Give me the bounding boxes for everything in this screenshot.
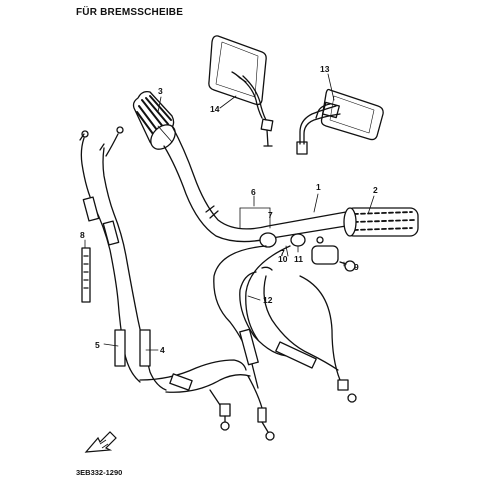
left-cables bbox=[79, 126, 275, 441]
left-mirror bbox=[208, 35, 274, 147]
callout-13: 13 bbox=[320, 64, 330, 74]
callout-3: 3 bbox=[158, 86, 163, 96]
callout-11: 11 bbox=[294, 254, 303, 264]
callout-6: 6 bbox=[251, 187, 256, 197]
callout-8: 8 bbox=[80, 230, 85, 240]
callout-5: 5 bbox=[95, 340, 100, 350]
callout-7b: 7 bbox=[280, 248, 285, 258]
cable-tie bbox=[81, 247, 91, 303]
leader-lines bbox=[84, 73, 375, 351]
callout-7: 7 bbox=[268, 210, 273, 220]
right-grip bbox=[343, 207, 419, 237]
callout-12: 12 bbox=[263, 295, 273, 305]
callout-4: 4 bbox=[160, 345, 165, 355]
direction-arrow-icon bbox=[84, 431, 117, 453]
callout-9: 9 bbox=[354, 262, 359, 272]
diagram-title: FÜR BREMSSCHEIBE bbox=[76, 7, 184, 18]
callout-10: 10 bbox=[278, 254, 288, 264]
right-mirror bbox=[296, 88, 384, 155]
center-cables bbox=[213, 245, 357, 403]
callout-14: 14 bbox=[210, 104, 220, 114]
callout-2: 2 bbox=[373, 185, 378, 195]
diagram-code: 3EB332-1290 bbox=[76, 468, 123, 477]
throttle-assembly bbox=[259, 232, 356, 272]
handlebar bbox=[163, 125, 347, 243]
left-grip bbox=[132, 90, 176, 150]
callout-1: 1 bbox=[316, 182, 321, 192]
